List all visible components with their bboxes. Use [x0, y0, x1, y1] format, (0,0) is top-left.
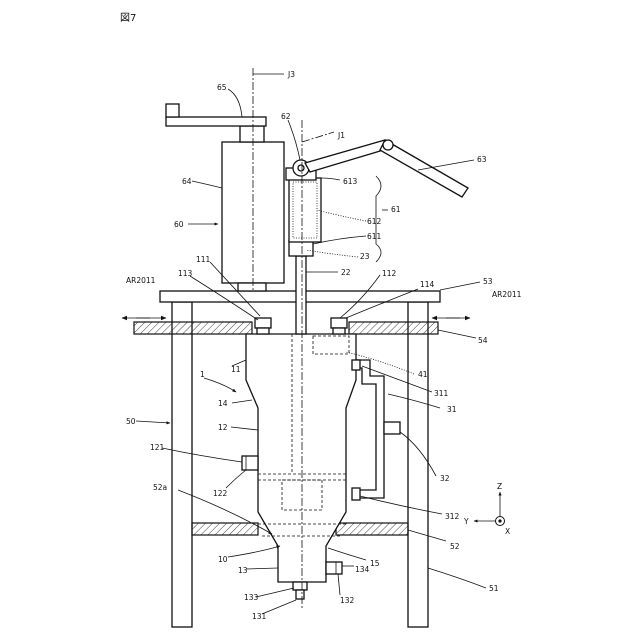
label-53: 53	[483, 277, 493, 286]
arm-63	[305, 140, 468, 197]
label-J3: J3	[287, 70, 295, 79]
label-ar2011-left: AR2011	[126, 276, 156, 285]
label-112: 112	[382, 269, 397, 278]
label-52a: 52a	[153, 483, 167, 492]
label-52: 52	[450, 542, 460, 551]
label-41: 41	[418, 370, 428, 379]
label-114: 114	[420, 280, 435, 289]
unit-60	[166, 104, 284, 291]
label-63: 63	[477, 155, 487, 164]
label-15: 15	[370, 559, 380, 568]
vessel-10	[242, 334, 356, 599]
label-J1: J1	[337, 131, 345, 140]
label-111: 111	[196, 255, 211, 264]
label-12: 12	[218, 423, 228, 432]
label-311: 311	[434, 389, 449, 398]
label-133: 133	[244, 593, 259, 602]
label-23: 23	[360, 252, 370, 261]
label-121: 121	[150, 443, 165, 452]
label-1: 1	[200, 370, 205, 379]
axis-label-z: Z	[497, 482, 502, 491]
label-312: 312	[445, 512, 460, 521]
label-131: 131	[252, 612, 267, 621]
label-ar2011-right: AR2011	[492, 290, 522, 299]
label-611: 611	[367, 232, 382, 241]
label-50: 50	[126, 417, 136, 426]
label-60: 60	[174, 220, 184, 229]
shaft-22	[289, 240, 313, 334]
label-134: 134	[355, 565, 370, 574]
label-612: 612	[367, 217, 382, 226]
label-132: 132	[340, 596, 355, 605]
label-122: 122	[213, 489, 228, 498]
label-65: 65	[217, 83, 227, 92]
axis-label-y: Y	[463, 517, 469, 526]
coordinate-axes-icon	[474, 492, 505, 526]
label-10: 10	[218, 555, 228, 564]
label-54: 54	[478, 336, 488, 345]
label-51: 51	[489, 584, 499, 593]
label-64: 64	[182, 177, 192, 186]
label-13: 13	[238, 566, 248, 575]
label-61: 61	[391, 205, 401, 214]
label-62: 62	[281, 112, 291, 121]
figure-title: 図7	[120, 12, 136, 24]
label-31: 31	[447, 405, 457, 414]
axis-label-x: X	[505, 527, 510, 536]
unit-61	[286, 160, 321, 242]
label-11: 11	[231, 365, 241, 374]
label-14: 14	[218, 399, 228, 408]
label-32: 32	[440, 474, 450, 483]
label-22: 22	[341, 268, 351, 277]
pipe-31	[352, 360, 400, 500]
label-613: 613	[343, 177, 358, 186]
label-113: 113	[178, 269, 193, 278]
